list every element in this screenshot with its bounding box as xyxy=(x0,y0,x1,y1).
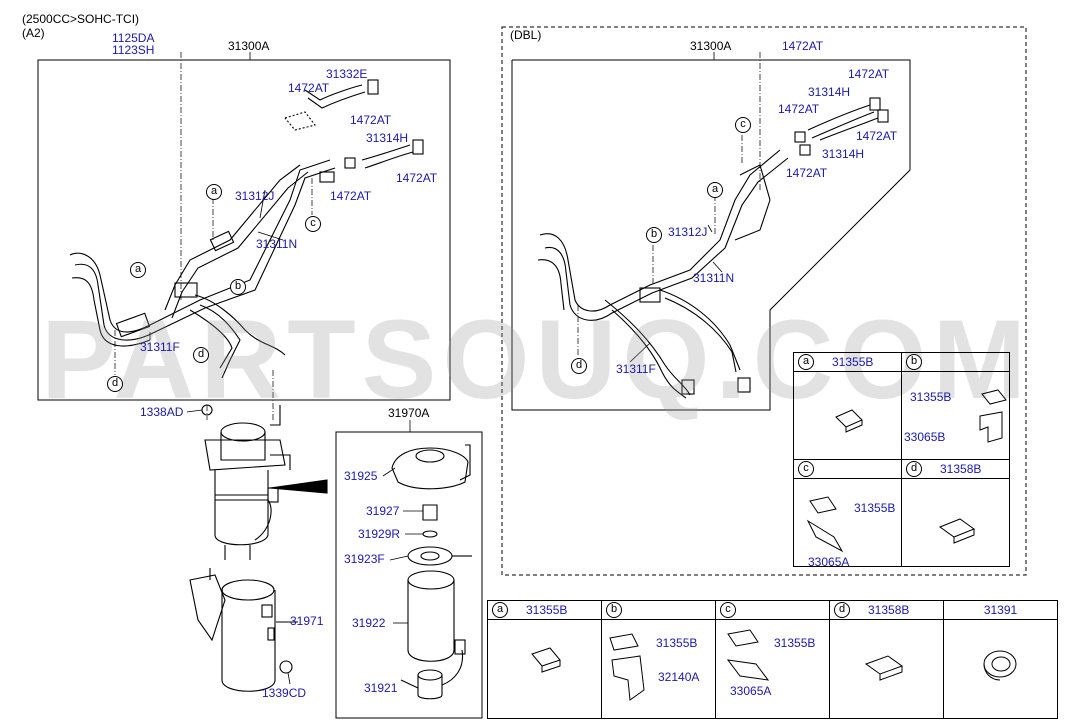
callout-c-left[interactable]: c xyxy=(305,216,321,232)
dbl-title: (DBL) xyxy=(510,28,542,42)
part-31311f-dbl[interactable]: 31311F xyxy=(616,362,656,376)
bottom-inset-cell-d[interactable]: d 31358B xyxy=(829,600,944,719)
part-31922[interactable]: 31922 xyxy=(352,616,386,630)
part-31311n-left[interactable]: 31311N xyxy=(256,237,298,251)
variant-label: (A2) xyxy=(22,26,45,40)
dbl-inset-b-letter: b xyxy=(906,354,922,370)
bottom-inset-e-code[interactable]: 31391 xyxy=(983,603,1018,617)
dbl-dashed-frame xyxy=(501,26,1027,576)
bottom-inset-b-p2[interactable]: 32140A xyxy=(658,670,700,684)
dbl-inset-d-code[interactable]: 31358B xyxy=(940,462,982,476)
part-1472at-3[interactable]: 1472AT xyxy=(396,171,438,185)
bottom-inset-cell-b[interactable]: b 31355B 32140A xyxy=(601,600,716,719)
bottom-inset-b-letter: b xyxy=(606,602,622,618)
part-31311f-left[interactable]: 31311F xyxy=(140,340,180,354)
part-1339cd[interactable]: 1339CD xyxy=(262,686,307,700)
part-31921[interactable]: 31921 xyxy=(364,681,398,695)
part-1338ad[interactable]: 1338AD xyxy=(140,405,184,419)
dbl-inset-c-p2[interactable]: 33065A xyxy=(808,555,850,569)
callout-c-dbl[interactable]: c xyxy=(735,117,751,133)
part-31314h-dbl-2[interactable]: 31314H xyxy=(822,147,865,161)
bottom-inset-d-letter: d xyxy=(834,602,850,618)
part-31314h-dbl-1[interactable]: 31314H xyxy=(808,85,851,99)
part-1472at-dbl-1[interactable]: 1472AT xyxy=(848,67,890,81)
bottom-inset-cell-c[interactable]: c 31355B 33065A xyxy=(715,600,830,719)
bottom-inset-a-letter: a xyxy=(492,602,508,618)
engine-label: (2500CC>SOHC-TCI) xyxy=(22,12,140,26)
part-31971[interactable]: 31971 xyxy=(290,614,324,628)
bottom-inset-a-code[interactable]: 31355B xyxy=(526,603,568,617)
dbl-inset-cell-b[interactable]: b 31355B 33065B xyxy=(901,352,1010,460)
left-assembly-frame xyxy=(37,59,451,401)
assembly-31300a-left[interactable]: 31300A xyxy=(228,39,270,53)
part-1123sh[interactable]: 1123SH xyxy=(112,43,155,57)
part-1472at-2[interactable]: 1472AT xyxy=(350,113,392,127)
dbl-assembly-frame xyxy=(511,59,911,411)
dbl-inset-b-p2[interactable]: 33065B xyxy=(904,430,946,444)
filter-assembly-frame xyxy=(335,431,483,719)
callout-d-left-1[interactable]: d xyxy=(193,347,209,363)
part-31925[interactable]: 31925 xyxy=(344,469,378,483)
part-1472at-4[interactable]: 1472AT xyxy=(330,189,372,203)
part-1472at-dbl-4[interactable]: 1472AT xyxy=(786,166,828,180)
callout-a-left-1[interactable]: a xyxy=(206,184,222,200)
part-1472at-dbl-0[interactable]: 1472AT xyxy=(782,39,824,53)
part-31923f[interactable]: 31923F xyxy=(344,552,385,566)
part-31314h-left[interactable]: 31314H xyxy=(366,131,409,145)
assembly-31970a[interactable]: 31970A xyxy=(388,406,430,420)
part-1472at-dbl-2[interactable]: 1472AT xyxy=(778,102,820,116)
callout-d-left-2[interactable]: d xyxy=(107,376,123,392)
bottom-inset-b-p1[interactable]: 31355B xyxy=(656,636,698,650)
bottom-inset-c-p2[interactable]: 33065A xyxy=(730,684,772,698)
callout-a-left-2[interactable]: a xyxy=(130,262,146,278)
bottom-inset-c-letter: c xyxy=(720,602,736,618)
bottom-inset-d-code[interactable]: 31358B xyxy=(868,603,910,617)
callout-a-dbl[interactable]: a xyxy=(707,182,723,198)
dbl-inset-a-letter: a xyxy=(798,354,814,370)
part-1472at-1[interactable]: 1472AT xyxy=(288,81,330,95)
dbl-inset-c-letter: c xyxy=(798,461,814,477)
dbl-inset-cell-d[interactable]: d 31358B xyxy=(901,459,1010,567)
part-31927[interactable]: 31927 xyxy=(366,504,400,518)
dbl-inset-b-p1[interactable]: 31355B xyxy=(910,390,952,404)
part-1125da[interactable]: 1125DA xyxy=(112,31,155,45)
callout-b-dbl[interactable]: b xyxy=(646,227,662,243)
bottom-inset-cell-e[interactable]: 31391 xyxy=(943,600,1058,719)
part-31312j-dbl[interactable]: 31312J xyxy=(668,225,708,239)
part-31332e[interactable]: 31332E xyxy=(326,67,368,81)
part-31311n-dbl[interactable]: 31311N xyxy=(693,271,735,285)
part-1472at-dbl-3[interactable]: 1472AT xyxy=(856,129,898,143)
bottom-inset-cell-a[interactable]: a 31355B xyxy=(487,600,602,719)
assembly-31300a-dbl[interactable]: 31300A xyxy=(690,39,732,53)
callout-d-dbl[interactable]: d xyxy=(571,358,587,374)
dbl-inset-cell-c[interactable]: c 31355B 33065A xyxy=(793,459,902,569)
dbl-inset-c-p1[interactable]: 31355B xyxy=(854,501,896,515)
dbl-inset-a-code[interactable]: 31355B xyxy=(832,355,874,369)
dbl-inset-d-letter: d xyxy=(906,461,922,477)
bottom-inset-c-p1[interactable]: 31355B xyxy=(774,636,816,650)
part-31312j-left[interactable]: 31312J xyxy=(235,189,275,203)
dbl-inset-cell-a[interactable]: a 31355B xyxy=(793,352,902,460)
part-31929r[interactable]: 31929R xyxy=(358,527,401,541)
callout-b-left[interactable]: b xyxy=(230,279,246,295)
